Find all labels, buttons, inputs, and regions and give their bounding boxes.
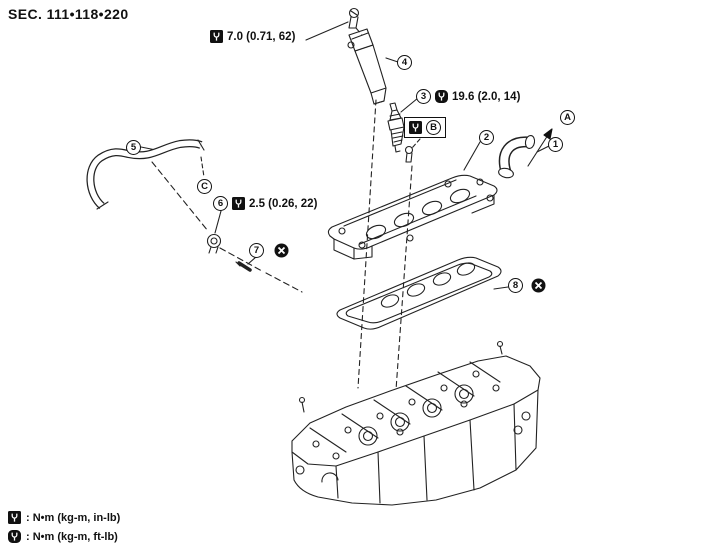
torque-ftlb-icon bbox=[8, 530, 21, 543]
stud-drawing bbox=[235, 261, 252, 272]
part-label-3: 3 bbox=[416, 89, 431, 104]
direction-arrow bbox=[527, 128, 553, 167]
torque-inlb-icon bbox=[210, 30, 223, 43]
grommet-drawing bbox=[206, 233, 222, 254]
torque-inlb-icon bbox=[8, 511, 21, 524]
ignition-coil-drawing bbox=[347, 28, 387, 105]
section-title: SEC. 111•118•220 bbox=[8, 6, 129, 22]
always-replace-icon bbox=[531, 278, 546, 293]
part-label-6: 6 bbox=[213, 196, 228, 211]
gasket-drawing bbox=[336, 256, 502, 330]
part-label-4: 4 bbox=[397, 55, 412, 70]
legend-inlb-text: : N•m (kg-m, in-lb) bbox=[26, 511, 121, 524]
coil-bolt-drawing bbox=[348, 7, 360, 29]
part-label-7: 7 bbox=[249, 243, 264, 258]
ref-label-a: A bbox=[560, 110, 575, 125]
torque-value-hose-fitting: 2.5 (0.26, 22) bbox=[249, 197, 318, 210]
part-label-8: 8 bbox=[508, 278, 523, 293]
rocker-cover-drawing bbox=[327, 174, 498, 260]
part-callout-7: 7 bbox=[249, 243, 289, 258]
torque-inlb-icon bbox=[232, 197, 245, 210]
part-callout-8: 8 bbox=[508, 278, 546, 293]
part-label-1: 1 bbox=[548, 137, 563, 152]
torque-callout-hose-fitting: 6 2.5 (0.26, 22) bbox=[213, 196, 317, 211]
ref-label-c: C bbox=[197, 179, 212, 194]
spark-plug-drawing bbox=[387, 102, 405, 153]
part-label-2: 2 bbox=[479, 130, 494, 145]
torque-ftlb-icon bbox=[435, 90, 448, 103]
part-label-5: 5 bbox=[126, 140, 141, 155]
torque-value-coil-bolt: 7.0 (0.71, 62) bbox=[227, 30, 296, 43]
torque-value-spark-plug: 19.6 (2.0, 14) bbox=[452, 90, 521, 103]
ref-label-b: B bbox=[426, 120, 441, 135]
legend-inlb: : N•m (kg-m, in-lb) bbox=[8, 511, 120, 524]
cover-bolt-drawing bbox=[404, 145, 414, 163]
torque-inlb-icon bbox=[409, 121, 422, 134]
cylinder-head-drawing bbox=[291, 340, 541, 506]
legend-ftlb: : N•m (kg-m, ft-lb) bbox=[8, 530, 118, 543]
legend-ftlb-text: : N•m (kg-m, ft-lb) bbox=[26, 530, 118, 543]
torque-callout-spark-plug: 3 19.6 (2.0, 14) bbox=[416, 89, 520, 104]
always-replace-icon bbox=[274, 243, 289, 258]
breather-hose-drawing bbox=[86, 139, 205, 210]
torque-ref-b-callout: B bbox=[404, 117, 446, 138]
leader-lines bbox=[140, 21, 550, 293]
elbow-tube-drawing bbox=[498, 135, 536, 179]
torque-callout-coil-bolt: 7.0 (0.71, 62) bbox=[210, 30, 295, 43]
